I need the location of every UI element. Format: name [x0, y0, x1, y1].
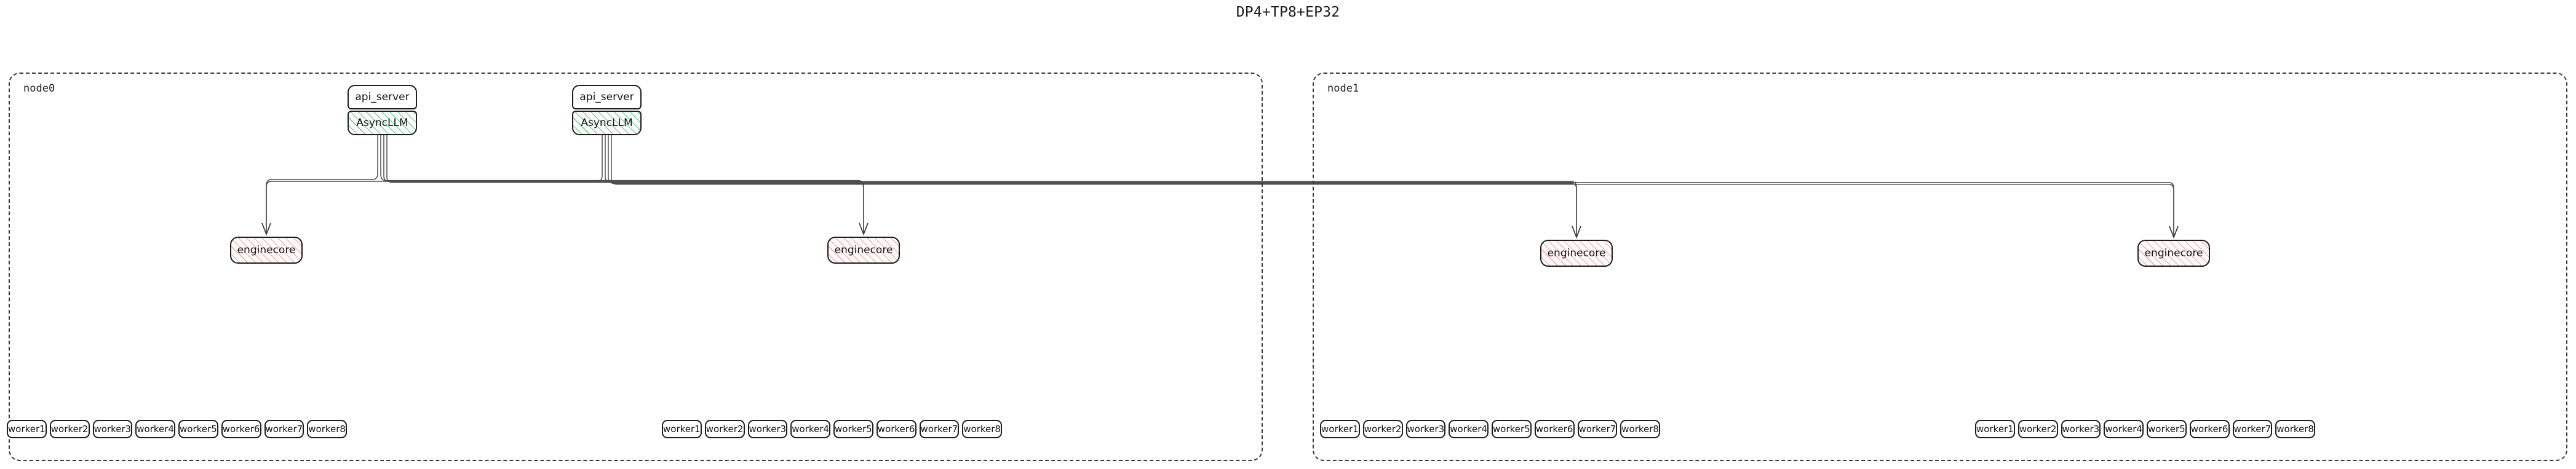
worker-box-label: worker3 [2062, 424, 2100, 435]
worker-box-label: worker5 [2148, 424, 2185, 435]
api-server-box[interactable]: api_server [572, 85, 642, 109]
worker-box-label: worker3 [749, 424, 787, 435]
worker-box[interactable]: worker7 [919, 420, 960, 438]
worker-box-label: worker1 [663, 424, 701, 435]
worker-box[interactable]: worker8 [962, 420, 1002, 438]
async-llm-box[interactable]: AsyncLLM [572, 111, 642, 135]
api-server-box-label: api_server [355, 91, 410, 103]
worker-box[interactable]: worker6 [876, 420, 916, 438]
worker-box[interactable]: worker4 [2104, 420, 2144, 438]
worker-box-label: worker1 [1976, 424, 2014, 435]
worker-box-label: worker2 [50, 424, 89, 435]
worker-box[interactable]: worker1 [7, 420, 47, 438]
node-cluster-node0: node0 [9, 73, 1263, 461]
worker-box-label: worker8 [2276, 424, 2314, 435]
worker-box[interactable]: worker4 [135, 420, 175, 438]
worker-box[interactable]: worker2 [49, 420, 90, 438]
worker-box-label: worker1 [8, 424, 46, 435]
async-llm-box-label: AsyncLLM [356, 117, 408, 129]
worker-box[interactable]: worker1 [662, 420, 702, 438]
worker-box[interactable]: worker3 [747, 420, 788, 438]
worker-box[interactable]: worker1 [1320, 420, 1360, 438]
node-cluster-node1: node1 [1313, 73, 2567, 461]
worker-box-label: worker6 [2190, 424, 2228, 435]
enginecore-box-label: enginecore [834, 244, 893, 256]
worker-box-label: worker2 [706, 424, 744, 435]
worker-box[interactable]: worker3 [2061, 420, 2101, 438]
enginecore-box-label: enginecore [2144, 247, 2203, 259]
worker-box[interactable]: worker2 [704, 420, 745, 438]
worker-box[interactable]: worker8 [1620, 420, 1660, 438]
worker-box-label: worker6 [222, 424, 260, 435]
worker-box[interactable]: worker3 [1405, 420, 1446, 438]
worker-box[interactable]: worker2 [2017, 420, 2058, 438]
worker-box-label: worker2 [2019, 424, 2057, 435]
enginecore-box[interactable]: enginecore [230, 237, 303, 264]
worker-box-label: worker6 [877, 424, 915, 435]
enginecore-box[interactable]: enginecore [827, 237, 900, 264]
worker-box-label: worker7 [920, 424, 958, 435]
worker-box-label: worker8 [963, 424, 1001, 435]
worker-box[interactable]: worker4 [790, 420, 830, 438]
worker-box[interactable]: worker5 [178, 420, 218, 438]
worker-box-label: worker2 [1364, 424, 1402, 435]
api-server-box-label: api_server [579, 91, 634, 103]
node-cluster-label-node0: node0 [23, 82, 55, 95]
worker-box-label: worker7 [2233, 424, 2272, 435]
enginecore-box-label: enginecore [1547, 247, 1606, 259]
worker-box-label: worker3 [93, 424, 132, 435]
worker-box[interactable]: worker1 [1975, 420, 2015, 438]
worker-box[interactable]: worker3 [92, 420, 133, 438]
worker-box-label: worker5 [835, 424, 872, 435]
worker-box[interactable]: worker6 [2189, 420, 2230, 438]
worker-box-label: worker5 [1493, 424, 1530, 435]
worker-box[interactable]: worker7 [1577, 420, 1618, 438]
worker-box-label: worker7 [1578, 424, 1616, 435]
worker-box[interactable]: worker4 [1449, 420, 1489, 438]
worker-box-label: worker4 [2105, 424, 2142, 435]
worker-box-label: worker4 [792, 424, 829, 435]
worker-box-label: worker4 [1450, 424, 1487, 435]
worker-box-label: worker7 [265, 424, 303, 435]
worker-box[interactable]: worker5 [1492, 420, 1532, 438]
worker-box-label: worker3 [1407, 424, 1445, 435]
worker-box[interactable]: worker5 [2147, 420, 2187, 438]
worker-box-label: worker8 [308, 424, 346, 435]
worker-box[interactable]: worker6 [221, 420, 261, 438]
api-server-box[interactable]: api_server [348, 85, 417, 109]
worker-box[interactable]: worker8 [307, 420, 347, 438]
worker-box[interactable]: worker7 [2232, 420, 2273, 438]
worker-box-label: worker1 [1321, 424, 1359, 435]
worker-box-label: worker5 [180, 424, 217, 435]
worker-box-label: worker6 [1535, 424, 1573, 435]
worker-box[interactable]: worker6 [1534, 420, 1575, 438]
worker-box[interactable]: worker7 [264, 420, 304, 438]
worker-box[interactable]: worker8 [2275, 420, 2315, 438]
worker-box-label: worker4 [137, 424, 174, 435]
async-llm-box[interactable]: AsyncLLM [348, 111, 417, 135]
enginecore-box-label: enginecore [237, 244, 296, 256]
async-llm-box-label: AsyncLLM [581, 117, 633, 129]
enginecore-box[interactable]: enginecore [2137, 240, 2210, 267]
page-title: DP4+TP8+EP32 [1236, 4, 1340, 20]
worker-box-label: worker8 [1621, 424, 1659, 435]
enginecore-box[interactable]: enginecore [1540, 240, 1613, 267]
worker-box[interactable]: worker2 [1362, 420, 1403, 438]
node-cluster-label-node1: node1 [1327, 82, 1359, 95]
worker-box[interactable]: worker5 [833, 420, 873, 438]
